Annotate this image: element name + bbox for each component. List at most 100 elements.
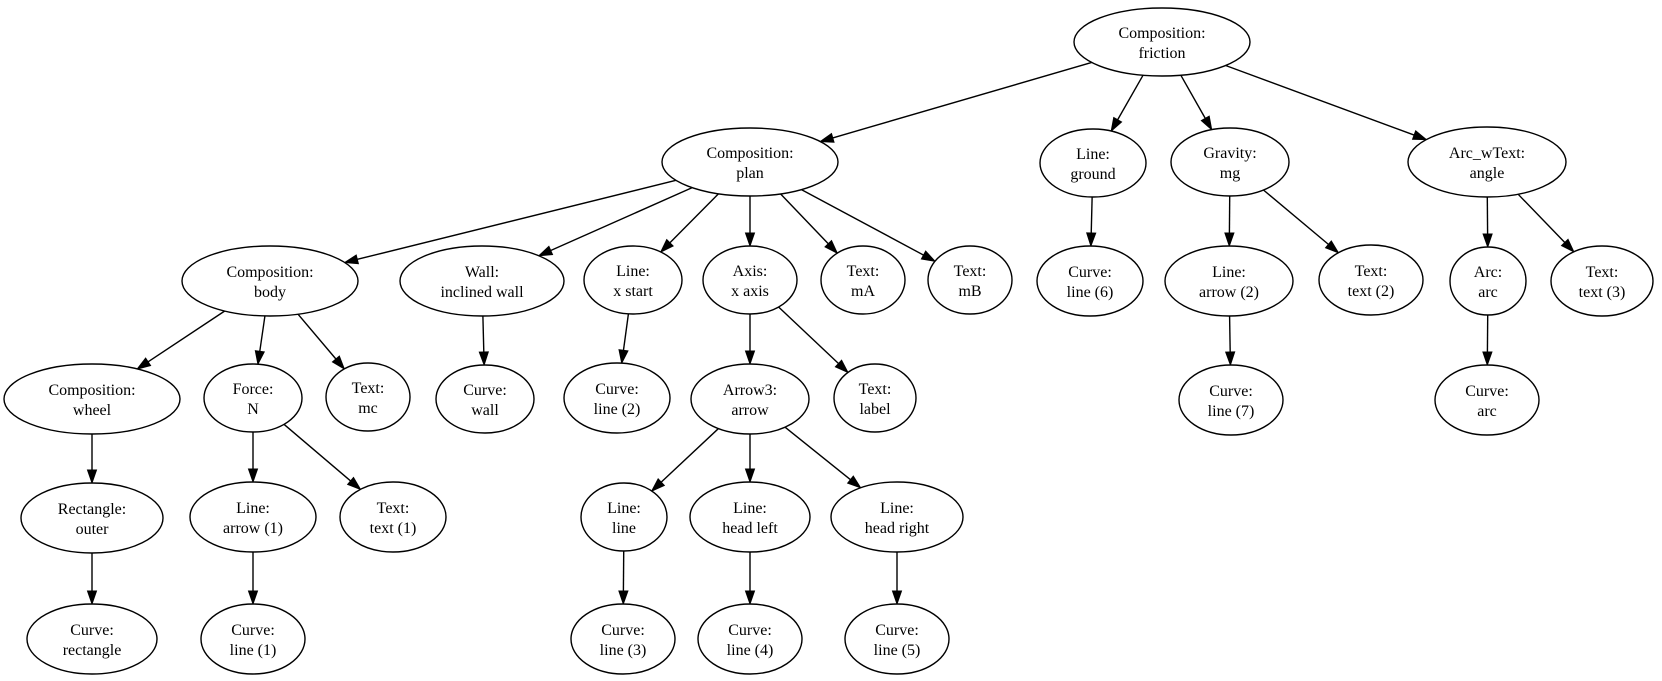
node-ellipse [661,127,839,197]
arrowhead-icon [1224,232,1235,248]
node-force-n: Force:N [203,363,303,433]
node-label: Curve:line (1) [230,622,277,659]
arrowhead-icon [1224,351,1236,367]
arrowhead-icon [744,232,756,248]
node-label: Text:text (2) [1348,263,1395,300]
edge-outer-to-curve-rectangle [86,553,98,606]
arrowhead-icon [846,475,862,489]
node-label: Text:mB [954,263,987,300]
arrowhead-icon [618,590,629,606]
node-angle: Arc_wText:angle [1407,126,1567,198]
arrowhead-icon [744,468,756,484]
node-label: Gravity:mg [1203,145,1256,182]
edge-line [1180,74,1206,119]
edge-inclined-wall-to-curve-wall [478,315,489,367]
edge-line [147,310,226,363]
node-ellipse [583,245,683,315]
edge-line [1228,315,1231,353]
edge-mg-to-text-2 [1263,189,1340,254]
arrowhead-icon [343,254,360,265]
edge-line-to-curve-line-3 [618,550,629,606]
edge-line [482,315,485,353]
node-ellipse [1036,245,1144,317]
arrowhead-icon [618,349,629,365]
node-label: Line:head left [722,500,778,537]
node-ellipse [1449,246,1527,316]
edge-plan-to-mA [780,193,839,255]
node-label: Rectangle:outer [58,501,126,538]
edge-force-n-to-text-1 [283,423,362,491]
edge-line [1225,64,1415,136]
node-curve-line-2: Curve:line (2) [563,362,671,434]
node-plan: Composition:plan [661,127,839,197]
edge-line [669,193,720,244]
node-mc: Text:mc [325,362,411,432]
arrowhead-icon [650,477,666,493]
node-ellipse [189,481,317,553]
node-x-start: Line:x start [583,245,683,315]
node-ellipse [20,482,164,554]
edge-x-start-to-curve-line-2 [618,313,630,365]
node-label: Curve:line (7) [1208,383,1255,420]
node-arrow3: Arrow3:arrow [690,363,810,435]
node-ellipse [203,363,303,433]
node-curve-line-1: Curve:line (1) [200,603,306,675]
node-ellipse [580,482,668,552]
arrowhead-icon [86,590,98,606]
node-ellipse [820,245,906,315]
node-label: Text:text (1) [370,500,417,537]
edge-line [832,61,1092,139]
edge-ground-to-line-6 [1086,196,1097,248]
arrowhead-icon [818,132,835,143]
edge-friction-to-ground [1110,74,1144,133]
node-ellipse [1164,245,1294,317]
node-label: Composition:wheel [48,382,135,419]
edge-arrow3-to-head-right [784,426,862,489]
node-label: Composition:body [226,264,313,301]
edge-wheel-to-outer [86,434,98,485]
node-line: Line:line [580,482,668,552]
node-text-3: Text:text (3) [1550,245,1654,317]
arrowhead-icon [135,357,152,370]
node-mg: Gravity:mg [1170,127,1290,197]
node-label: Curve:arc [1465,383,1509,420]
edge-arc-to-curve-arc [1482,314,1493,367]
node-label: Curve:line (6) [1067,264,1114,301]
edge-plan-to-x-start [659,193,720,254]
node-label: Text:mc [352,380,385,417]
edge-line [550,187,693,252]
arrowhead-icon [1560,238,1575,253]
node-label: Curve:wall [463,382,507,419]
edge-line [1263,189,1329,245]
node-ellipse [689,481,811,553]
node-ellipse [563,362,671,434]
edge-x-axis-to-label [778,306,850,374]
edge-line [259,315,266,352]
node-label: Arc_wText:angle [1449,145,1525,182]
node-text-1: Text:text (1) [339,481,447,553]
arrowhead-icon [86,469,98,485]
node-label: Text:text (3) [1579,264,1626,301]
edge-angle-to-arc [1482,196,1493,249]
arrowhead-icon [1110,116,1123,133]
node-label: Curve:line (3) [600,622,647,659]
node-arrow-2: Line:arrow (2) [1164,245,1294,317]
node-ellipse [1318,244,1424,316]
edge-line [1090,196,1093,234]
node-label: Line:head right [865,500,930,537]
node-ellipse [702,245,798,315]
node-curve-arc: Curve:arc [1434,364,1540,436]
node-ellipse [435,364,535,434]
arrowhead-icon [744,590,756,606]
arrowhead-icon [920,250,937,262]
edge-body-to-force-n [254,315,266,366]
arrowhead-icon [537,245,554,257]
edge-line [297,313,337,360]
node-label: Line:ground [1070,146,1115,183]
arrowhead-icon [247,468,259,484]
edge-line [283,423,352,482]
node-ellipse [1407,126,1567,198]
arrowhead-icon [247,590,259,606]
